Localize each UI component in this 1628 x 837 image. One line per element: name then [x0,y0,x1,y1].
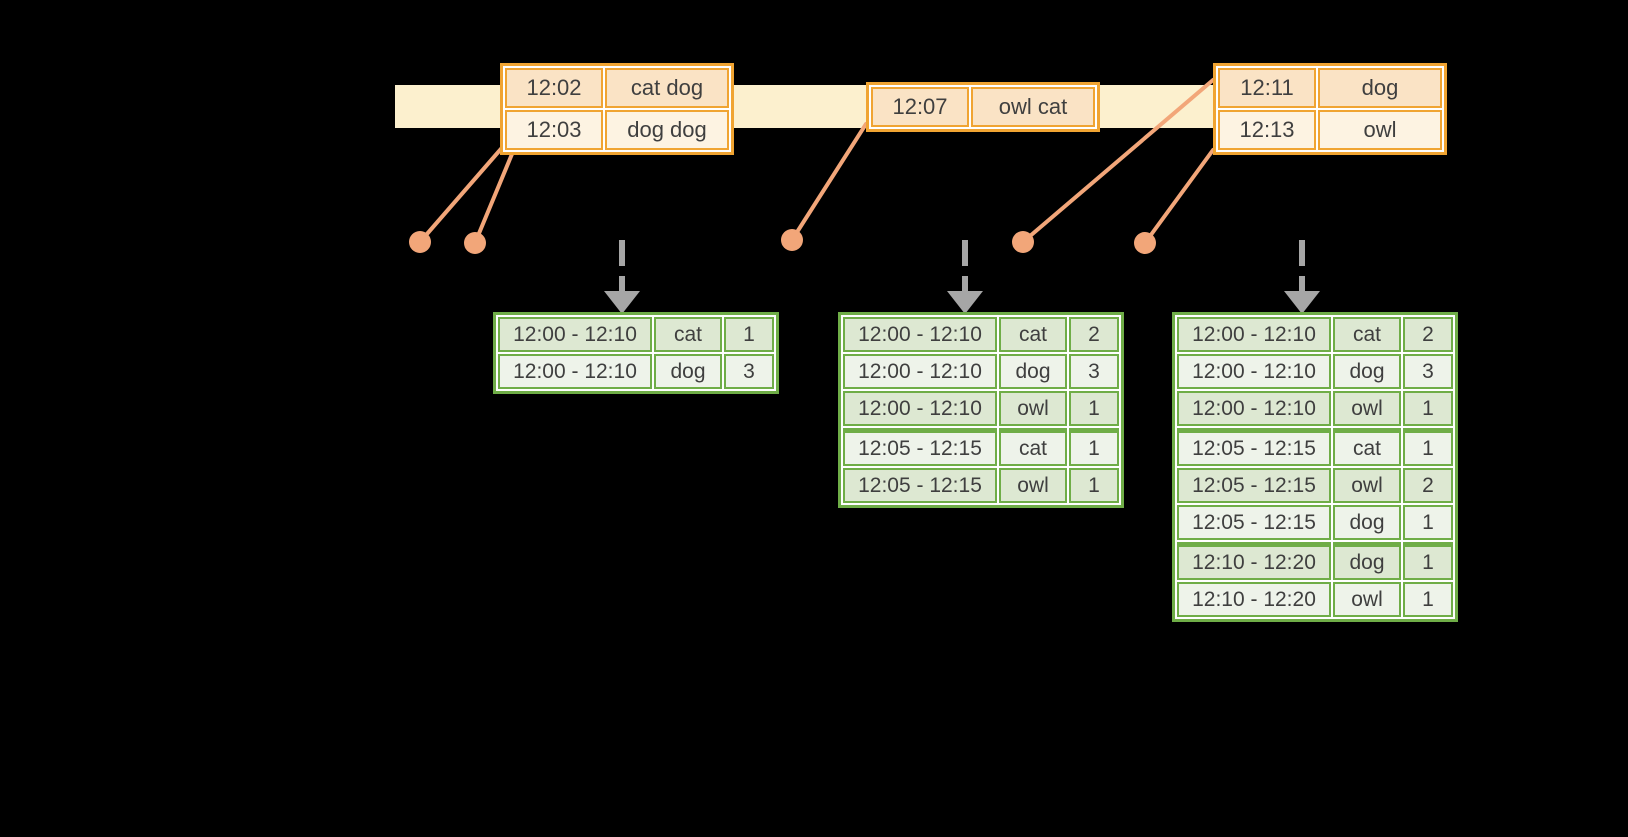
table-cell: dog dog [605,110,729,150]
table-cell: 12:00 - 12:10 [498,317,652,352]
table-cell: 2 [1403,468,1453,503]
table-cell: 12:00 - 12:10 [1177,354,1331,389]
table-cell: dog [1333,542,1401,580]
table-cell: 12:07 [871,87,969,127]
table-cell: 12:00 - 12:10 [843,354,997,389]
table-cell: 1 [1403,505,1453,540]
table-cell: 1 [1403,391,1453,426]
table-cell: 1 [1069,428,1119,466]
table-cell: 12:11 [1218,68,1316,108]
table-cell: 12:10 - 12:20 [1177,582,1331,617]
table-cell: 2 [1403,317,1453,352]
table-cell: 1 [1069,391,1119,426]
table-cell: 3 [724,354,774,389]
table-cell: 12:00 - 12:10 [843,317,997,352]
table-cell: 1 [1069,468,1119,503]
emit-arrow-icon [604,240,1320,314]
table-cell: owl [999,391,1067,426]
table-cell: cat [654,317,722,352]
table-cell: 2 [1069,317,1119,352]
table-cell: 12:05 - 12:15 [843,468,997,503]
table-cell: 12:05 - 12:15 [1177,468,1331,503]
table-cell: 1 [1403,542,1453,580]
table-cell: 3 [1069,354,1119,389]
table-cell: 12:02 [505,68,603,108]
table-cell: 12:05 - 12:15 [1177,505,1331,540]
table-cell: cat [999,428,1067,466]
table-cell: owl [1333,468,1401,503]
table-cell: dog [1333,505,1401,540]
table-cell: dog [1333,354,1401,389]
table-cell: cat [1333,317,1401,352]
table-cell: 12:00 - 12:10 [1177,317,1331,352]
table-cell: 12:00 - 12:10 [498,354,652,389]
table-cell: dog [1318,68,1442,108]
table-cell: 1 [1403,428,1453,466]
table-cell: owl [1333,391,1401,426]
table-cell: 12:03 [505,110,603,150]
table-cell: 12:13 [1218,110,1316,150]
table-cell: owl cat [971,87,1095,127]
table-cell: 12:00 - 12:10 [1177,391,1331,426]
event-marker-dots [409,229,1156,254]
table-cell: cat dog [605,68,729,108]
table-cell: owl [999,468,1067,503]
table-cell: cat [999,317,1067,352]
table-cell: 3 [1403,354,1453,389]
table-cell: 12:00 - 12:10 [843,391,997,426]
table-cell: dog [999,354,1067,389]
table-cell: cat [1333,428,1401,466]
table-cell: 12:10 - 12:20 [1177,542,1331,580]
table-cell: owl [1318,110,1442,150]
table-cell: 1 [1403,582,1453,617]
table-cell: dog [654,354,722,389]
table-cell: 12:05 - 12:15 [843,428,997,466]
table-cell: 1 [724,317,774,352]
table-cell: 12:05 - 12:15 [1177,428,1331,466]
table-cell: owl [1333,582,1401,617]
